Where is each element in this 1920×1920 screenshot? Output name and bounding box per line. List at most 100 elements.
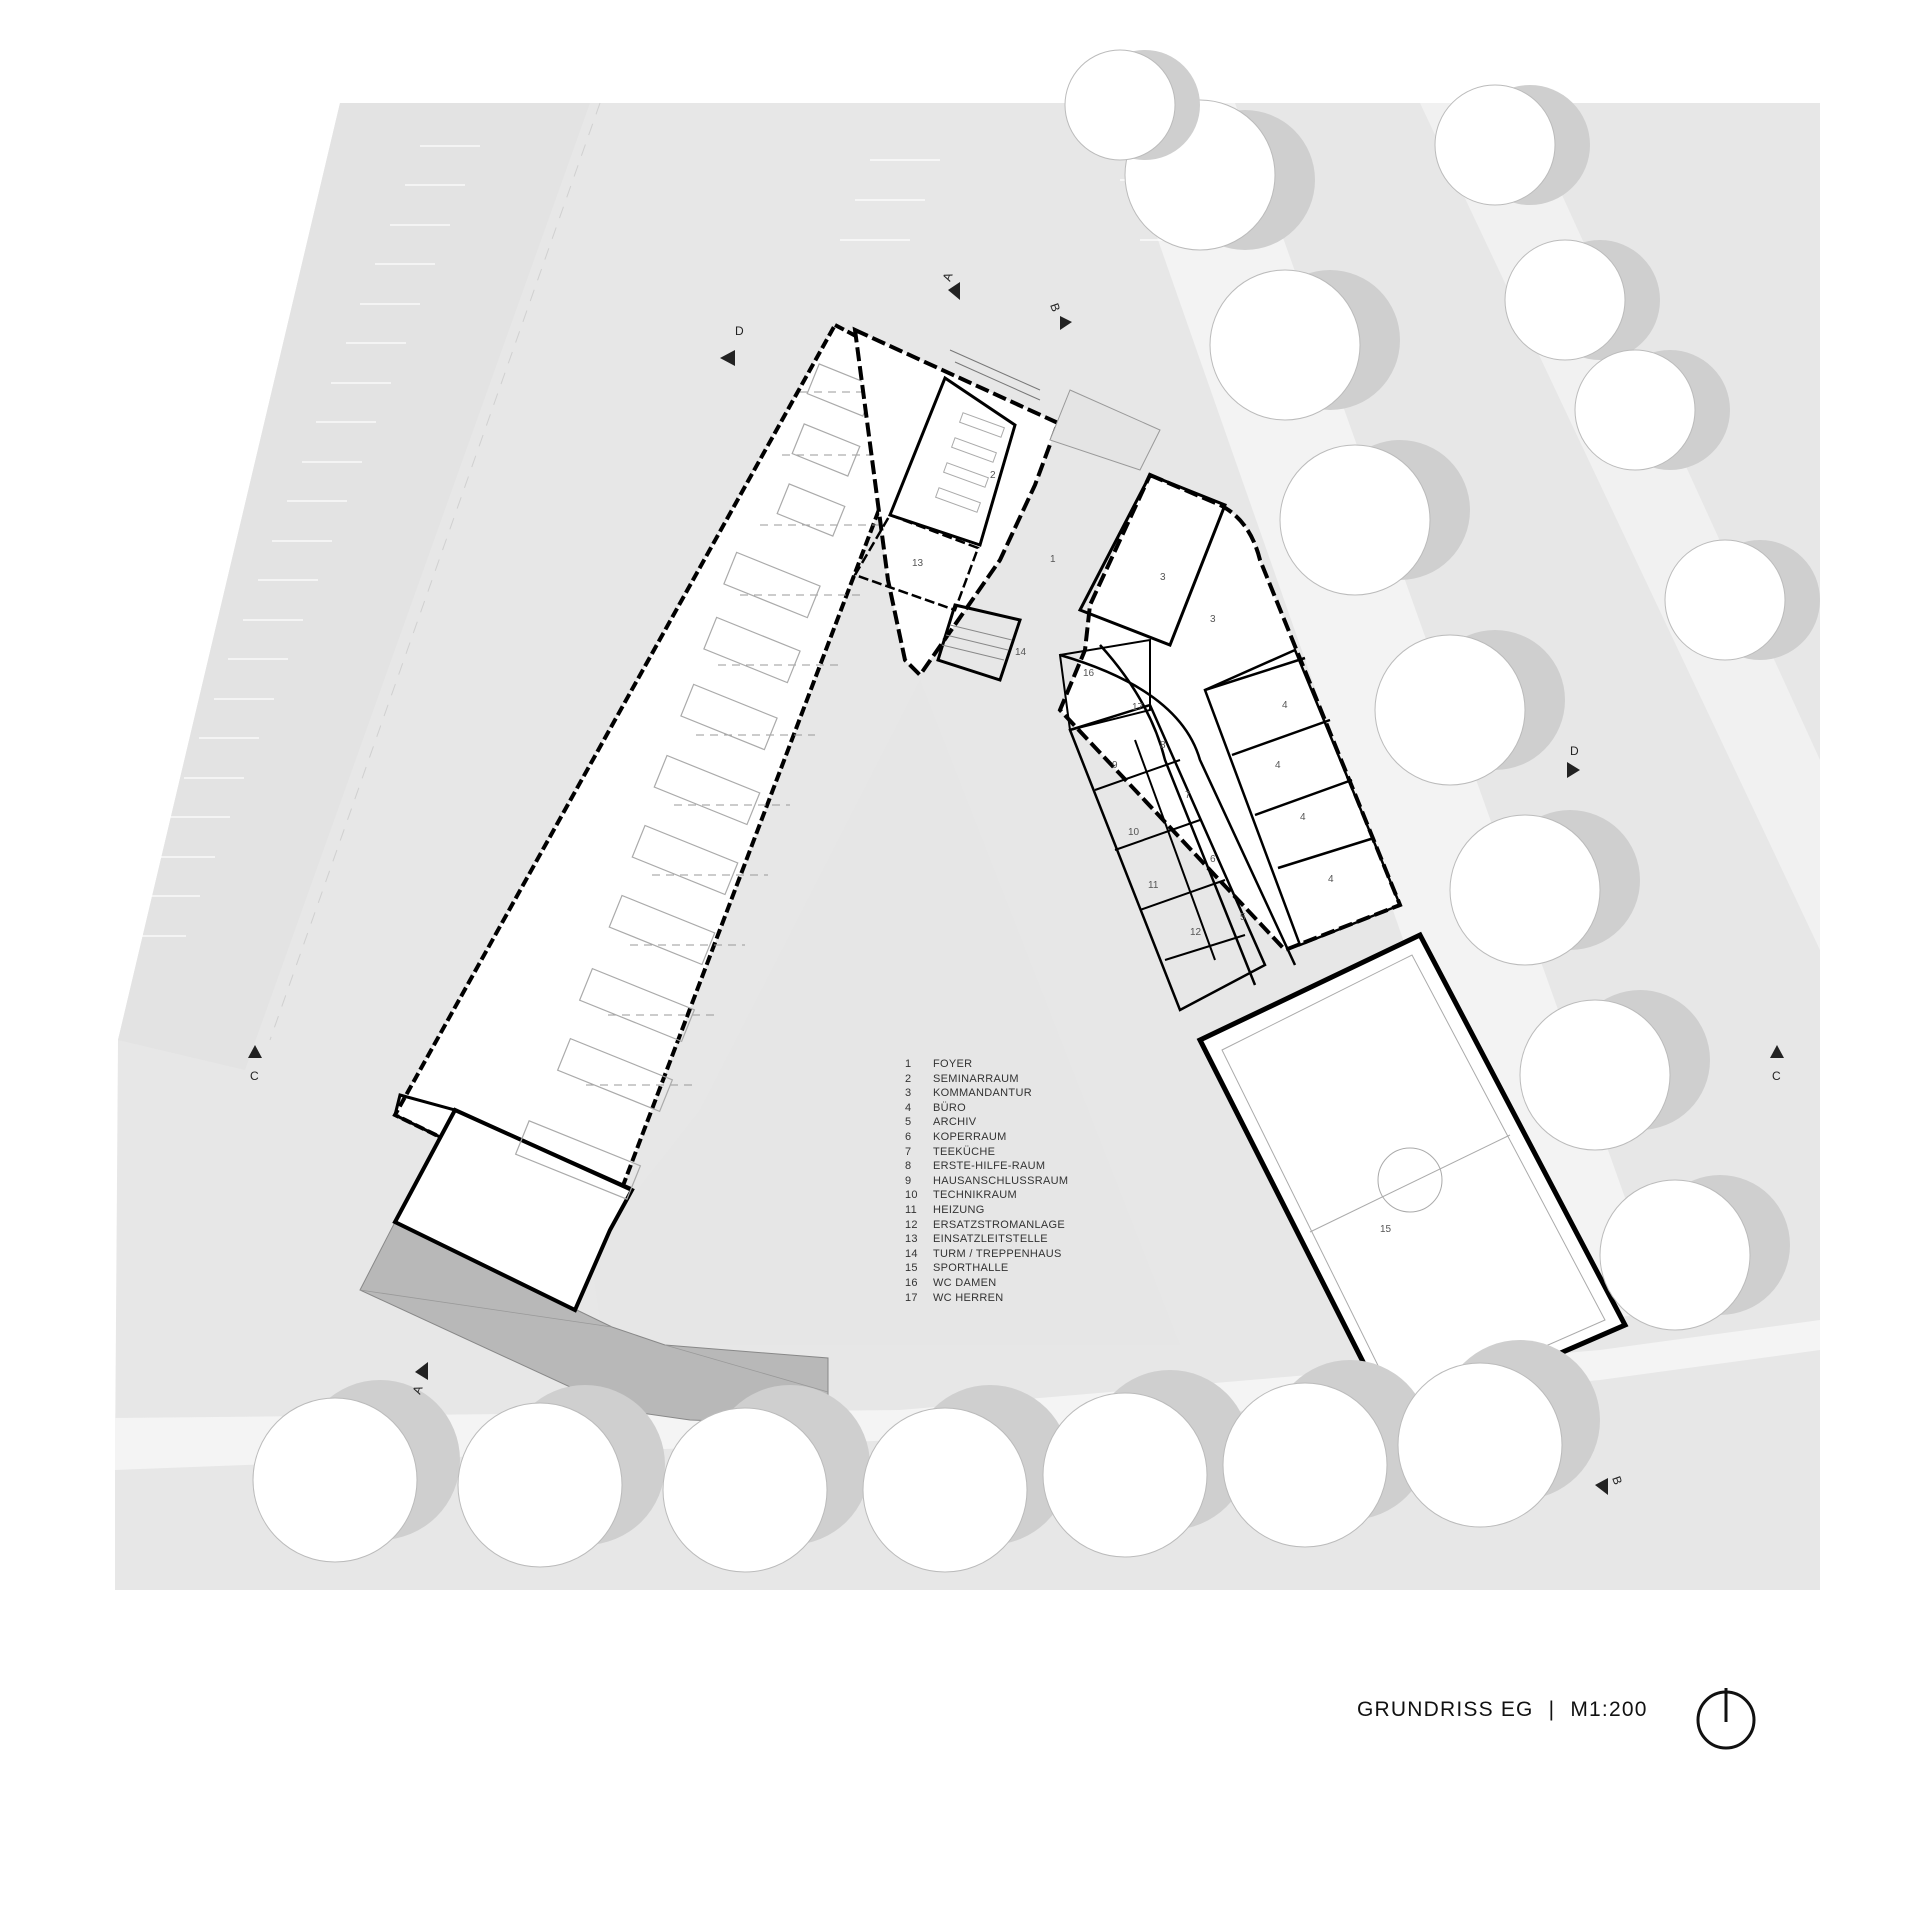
legend-item: 7 TEEKÜCHE	[905, 1145, 1165, 1160]
legend-label: ERSATZSTROMANLAGE	[933, 1218, 1066, 1231]
room-number: 9	[1112, 760, 1118, 771]
road-strip	[118, 103, 590, 1070]
tree-south-row	[252, 1340, 1600, 1573]
legend-number: 6	[905, 1130, 912, 1143]
stair-tower	[936, 603, 1022, 682]
sports-hall	[1196, 931, 1629, 1429]
trees	[252, 49, 1820, 1573]
legend-number: 17	[905, 1291, 918, 1304]
room-number: 13	[912, 558, 924, 569]
room-number: 6	[1210, 854, 1216, 865]
legend-label: TEEKÜCHE	[933, 1145, 996, 1158]
room-numbers: 1 2 3 3 4 4 4 4 5 6 7 8 9 10 11 12 13 14…	[912, 470, 1392, 1235]
scale-text: M1:200	[1570, 1698, 1648, 1721]
room-number: 10	[1128, 827, 1140, 838]
service-rooms	[1068, 703, 1267, 1012]
legend-item: 13 EINSATZLEITSTELLE	[905, 1232, 1165, 1247]
legend-number: 9	[905, 1174, 912, 1187]
legend-number: 3	[905, 1087, 912, 1100]
room-number: 4	[1282, 700, 1288, 711]
svg-text:C: C	[1772, 1069, 1781, 1083]
courtyard	[590, 680, 1180, 1345]
section-marker-d-right: D	[1567, 744, 1580, 778]
legend-item: 17 WC HERREN	[905, 1291, 1165, 1306]
tree-far-east-row	[1064, 49, 1820, 661]
room-number: 11	[1148, 880, 1159, 891]
legend-number: 11	[905, 1203, 918, 1216]
legend-item: 1 FOYER	[905, 1057, 1165, 1072]
legend-label: KOMMANDANTUR	[933, 1087, 1032, 1100]
legend-item: 2 SEMINARRAUM	[905, 1072, 1165, 1087]
vehicle-hall	[392, 322, 933, 1313]
legend-label: ERSTE-HILFE-RAUM	[933, 1160, 1046, 1173]
title-separator: |	[1548, 1698, 1556, 1721]
legend-number: 16	[905, 1276, 918, 1289]
legend-item: 16 WC DAMEN	[905, 1276, 1165, 1291]
legend-label: TURM / TREPPENHAUS	[933, 1247, 1062, 1260]
legend-label: FOYER	[933, 1058, 973, 1070]
tree-east-row	[1124, 99, 1790, 1331]
legend-item: 10 TECHNIKRAUM	[905, 1188, 1165, 1203]
legend-item: 15 SPORTHALLE	[905, 1261, 1165, 1276]
room-number: 5	[1240, 912, 1246, 923]
svg-text:C: C	[250, 1069, 259, 1083]
legend-item: 3 KOMMANDANTUR	[905, 1086, 1165, 1101]
legend-number: 2	[905, 1072, 912, 1085]
title-text: GRUNDRISS EG	[1357, 1698, 1534, 1721]
legend-label: SEMINARRAUM	[933, 1072, 1019, 1085]
room-number: 4	[1275, 760, 1281, 771]
room-number: 3	[1210, 614, 1216, 625]
legend-number: 15	[905, 1262, 918, 1275]
office-row	[1203, 648, 1402, 947]
legend-item: 14 TURM / TREPPENHAUS	[905, 1247, 1165, 1262]
legend-item: 8 ERSTE-HILFE-RAUM	[905, 1159, 1165, 1174]
wc-block	[1058, 638, 1151, 732]
legend-item: 11 HEIZUNG	[905, 1203, 1165, 1218]
legend-label: EINSATZLEITSTELLE	[933, 1233, 1048, 1246]
svg-text:D: D	[735, 324, 744, 338]
svg-text:D: D	[1570, 744, 1579, 758]
room-number: 4	[1328, 874, 1334, 885]
room-number: 2	[990, 470, 996, 481]
legend-number: 1	[905, 1058, 912, 1070]
legend-label: WC HERREN	[933, 1291, 1004, 1304]
legend-item: 6 KOPERRAUM	[905, 1130, 1165, 1145]
room-number: 8	[1160, 740, 1166, 751]
legend-number: 7	[905, 1145, 912, 1158]
legend-number: 10	[905, 1189, 918, 1202]
legend-label: WC DAMEN	[933, 1276, 997, 1289]
north-block	[852, 326, 1161, 682]
legend-number: 12	[905, 1218, 918, 1231]
room-number: 1	[1050, 554, 1056, 565]
east-wing	[1057, 472, 1403, 1012]
legend-number: 4	[905, 1101, 912, 1114]
corridor-curve	[1059, 653, 1297, 966]
room-number: 4	[1300, 812, 1306, 823]
drawing-title: GRUNDRISS EG | M1:200	[1357, 1698, 1648, 1722]
north-arrow-icon	[1696, 1688, 1756, 1750]
legend-label: KOPERRAUM	[933, 1130, 1007, 1143]
room-number: 17	[1132, 702, 1144, 713]
seminar-room	[888, 375, 1017, 547]
room-number: 16	[1083, 668, 1095, 679]
commander-office	[1077, 473, 1227, 647]
room-number: 12	[1190, 927, 1202, 938]
legend-label: SPORTHALLE	[933, 1262, 1009, 1275]
legend-label: HEIZUNG	[933, 1203, 985, 1216]
legend-number: 13	[905, 1233, 918, 1246]
legend-label: TECHNIKRAUM	[933, 1189, 1017, 1202]
legend-item: 12 ERSATZSTROMANLAGE	[905, 1218, 1165, 1233]
room-number: 3	[1160, 572, 1166, 583]
room-number: 14	[1015, 647, 1027, 658]
legend-number: 14	[905, 1247, 918, 1260]
bike-racks	[949, 349, 1041, 401]
room-number: 15	[1380, 1224, 1392, 1235]
legend-number: 8	[905, 1160, 912, 1173]
section-marker-c-left: C	[248, 1045, 262, 1083]
